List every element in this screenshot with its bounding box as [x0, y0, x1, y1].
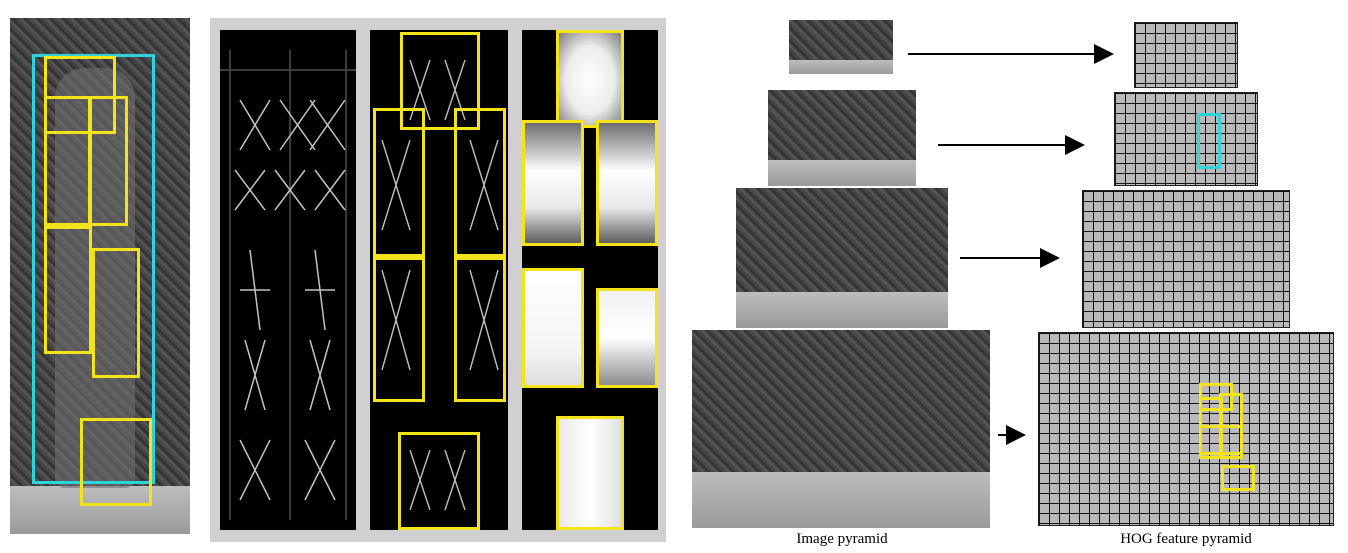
hog-pyramid-level-4	[1038, 332, 1334, 526]
part-location-feet	[1221, 465, 1255, 491]
root-filter-location	[1197, 113, 1221, 169]
part-location-right-leg	[1219, 425, 1243, 459]
hog-pyramid-level-1	[1134, 22, 1238, 88]
image-pyramid-caption: Image pyramid	[742, 531, 942, 548]
hog-pyramid-caption: HOG feature pyramid	[1086, 531, 1286, 548]
hog-pyramid-level-3	[1082, 190, 1290, 328]
hog-pyramid-level-2	[1114, 92, 1258, 186]
